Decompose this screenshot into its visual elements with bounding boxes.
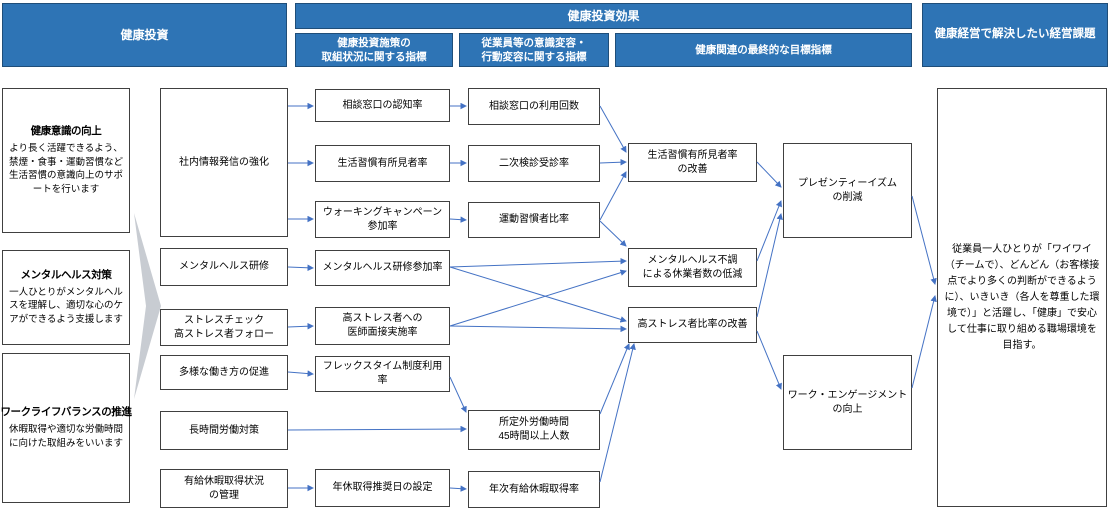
box-doctor-interview-rate: 高ストレス者への 医師面接実施率 xyxy=(315,307,450,345)
box-management-goal-statement: 従業員一人ひとりが「ワイワイ（チームで）、どんどん（お客様接点でより多くの判断が… xyxy=(937,88,1107,507)
box-presenteeism-reduction: プレゼンティーイズム の削減 xyxy=(783,143,912,238)
box-long-hours-countermeasures: 長時間労働対策 xyxy=(160,411,288,450)
box-label: 生活習慣有所見者率 xyxy=(337,157,428,169)
edge-b4-g3 xyxy=(599,343,630,415)
box-leave-recommended-days: 年休取得推奨日の設定 xyxy=(315,469,450,507)
edge-m5-b4 xyxy=(287,425,467,433)
box-paid-leave-management: 有給休暇取得状況 の管理 xyxy=(160,469,288,508)
edge-k5-g2 xyxy=(449,269,627,327)
box-consultation-desk-awareness-rate: 相談窓口の認知率 xyxy=(315,89,450,122)
box-mental-health-training: メンタルヘルス研修 xyxy=(160,248,288,286)
header-awareness-behavior-indicators: 従業員等の意識変容・ 行動変容に関する指標 xyxy=(459,33,609,67)
edge-b2-g1 xyxy=(599,158,627,166)
edge-g1-f1 xyxy=(756,161,782,188)
edge-g3-f1 xyxy=(756,213,783,318)
edge-g2-f1 xyxy=(756,200,782,262)
box-description: 休暇取得や適切な労働時間に向けた取組みをいいます xyxy=(8,424,123,449)
box-flextime-usage-rate: フレックスタイム制度利用率 xyxy=(315,356,450,392)
box-secondary-checkup-rate: 二次検診受診率 xyxy=(468,145,600,182)
box-label: 高ストレス者比率の改善 xyxy=(637,319,748,330)
box-label: 長時間労働対策 xyxy=(189,424,259,436)
investment-flow-arrow-icon xyxy=(134,213,161,399)
box-work-life-balance: ワークライフバランスの推進休暇取得や適切な労働時間に向けた取組みをいいます xyxy=(0,353,132,503)
edge-b1-g1 xyxy=(599,105,627,153)
box-label: フレックスタイム制度利用率 xyxy=(322,361,443,386)
edge-m4-k6 xyxy=(287,370,314,377)
box-label: 高ストレス者への 医師面接実施率 xyxy=(342,313,423,338)
edge-b3-g1 xyxy=(599,171,627,221)
box-title: 健康意識の向上 xyxy=(30,125,102,138)
box-internal-info-dissemination: 社内情報発信の強化 xyxy=(160,88,288,237)
box-title: ワークライフバランスの推進 xyxy=(0,406,132,419)
box-label: 年休取得推奨日の設定 xyxy=(332,482,433,493)
box-high-stress-ratio-improvement: 高ストレス者比率の改善 xyxy=(628,307,757,343)
header-health-investment: 健康投資 xyxy=(2,3,287,67)
box-label: 二次検診受診率 xyxy=(499,157,569,169)
box-label: 生活習慣有所見者率 の改善 xyxy=(647,149,738,175)
box-title: メンタルヘルス対策 xyxy=(20,269,112,281)
box-label: プレゼンティーイズム の削減 xyxy=(797,177,898,203)
box-health-awareness: 健康意識の向上より長く活躍できるよう、禁煙・食事・運動習慣など生活習慣の意識向上… xyxy=(2,88,130,233)
box-label: ストレスチェック 高ストレス者フォロー xyxy=(174,314,274,340)
box-lifestyle-findings-rate: 生活習慣有所見者率 xyxy=(315,145,450,182)
box-annual-paid-leave-rate: 年次有給休暇取得率 xyxy=(468,471,600,508)
box-work-engagement-improvement: ワーク・エンゲージメント の向上 xyxy=(783,355,912,450)
header-final-health-targets: 健康関連の最終的な目標指標 xyxy=(615,33,912,67)
edge-b5-g3 xyxy=(599,343,636,483)
box-label: 相談窓口の認知率 xyxy=(342,99,423,111)
box-diverse-workstyles: 多様な働き方の促進 xyxy=(160,355,288,390)
edge-b3-g2 xyxy=(599,220,627,247)
header-initiative-status-indicators: 健康投資施策の 取組状況に関する指標 xyxy=(295,33,453,67)
edge-k3-b3 xyxy=(449,216,467,223)
edge-m3-k5 xyxy=(287,322,314,330)
box-lifestyle-findings-improvement: 生活習慣有所見者率 の改善 xyxy=(628,143,757,182)
edge-k4-g2 xyxy=(449,257,627,268)
edge-k5-g3 xyxy=(449,325,627,333)
box-overtime-45h-headcount: 所定外労働時間 45時間以上人数 xyxy=(468,410,600,450)
header-management-issues: 健康経営で解決したい経営課題 xyxy=(922,3,1108,67)
box-consultation-desk-usage-count: 相談窓口の利用回数 xyxy=(468,88,600,125)
box-description: 一人ひとりがメンタルヘルスを理解し、適切な心のケアができるよう支援します xyxy=(8,286,123,326)
edge-k6-b4 xyxy=(449,376,467,413)
box-label: 多様な働き方の促進 xyxy=(179,366,269,378)
box-label: メンタルヘルス研修参加率 xyxy=(322,262,443,273)
box-description: より長く活躍できるよう、禁煙・食事・運動習慣など生活習慣の意識向上のサポートを行… xyxy=(8,142,123,196)
edge-m2-k4 xyxy=(287,264,314,272)
header-investment-effect: 健康投資効果 xyxy=(295,3,912,29)
box-label: メンタルヘルス研修 xyxy=(179,261,269,272)
box-stress-check-follow-up: ストレスチェック 高ストレス者フォロー xyxy=(160,309,288,346)
edge-f1-goal xyxy=(911,195,937,285)
box-label: 従業員一人ひとりが「ワイワイ（チームで）、どんどん（お客様接点でより多くの判断が… xyxy=(944,243,1100,351)
edge-g3-f2 xyxy=(756,330,782,390)
box-exercise-habit-ratio: 運動習慣者比率 xyxy=(468,202,600,238)
box-label: 所定外労働時間 45時間以上人数 xyxy=(498,417,570,442)
box-label: 相談窓口の利用回数 xyxy=(489,100,579,112)
box-label: ワーク・エンゲージメント の向上 xyxy=(787,389,908,415)
box-mental-health-measures: メンタルヘルス対策一人ひとりがメンタルヘルスを理解し、適切な心のケアができるよう… xyxy=(2,250,130,345)
box-label: 年次有給休暇取得率 xyxy=(489,483,579,495)
edge-k7-b5 xyxy=(449,485,467,492)
box-label: 社内情報発信の強化 xyxy=(179,156,269,168)
box-mh-training-participation-rate: メンタルヘルス研修参加率 xyxy=(315,250,450,286)
box-label: メンタルヘルス不調 による休業者数の低減 xyxy=(642,254,743,280)
box-walking-campaign-participation-rate: ウォーキングキャンペーン 参加率 xyxy=(315,201,450,238)
box-label: 有給休暇取得状況 の管理 xyxy=(184,475,264,501)
edge-f2-goal xyxy=(911,295,937,389)
box-label: 運動習慣者比率 xyxy=(499,214,569,225)
box-mh-absence-reduction: メンタルヘルス不調 による休業者数の低減 xyxy=(628,248,757,287)
box-label: ウォーキングキャンペーン 参加率 xyxy=(322,206,443,232)
edge-k4-g3 xyxy=(449,266,627,323)
